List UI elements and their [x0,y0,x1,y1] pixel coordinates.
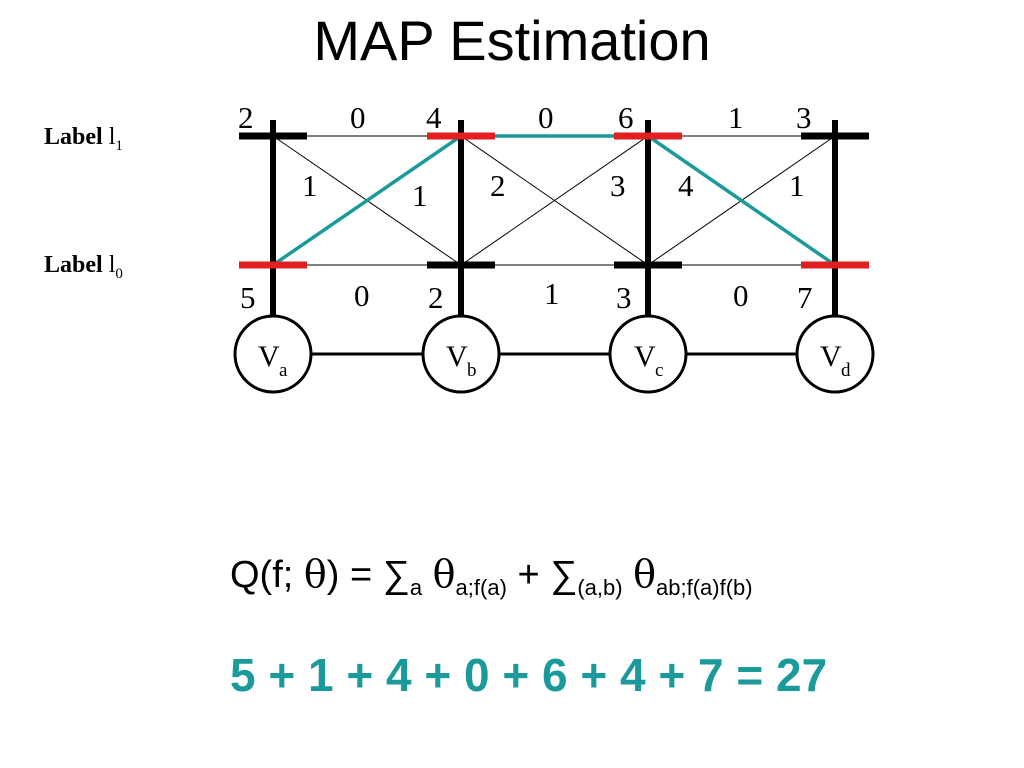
node-c-sub: c [655,360,663,381]
pairwise-bottom-ab: 0 [354,278,370,313]
row-label-symbol: l [108,124,116,150]
pairwise-top-ab: 0 [350,100,366,135]
selected-path-cd [647,134,836,267]
unary-a-l1: 2 [238,100,254,135]
row-label-word: Label [44,252,103,278]
pairwise-bottom-cd: 0 [733,278,749,313]
energy-result: 5 + 1 + 4 + 0 + 6 + 4 + 7 = 27 [230,649,828,701]
formula-lhs: Q(f; [230,554,304,596]
pairwise-cross-b0c1: 3 [610,168,626,203]
unary-b-l1: 4 [426,100,442,135]
node-a-sub: a [279,360,288,381]
node-a [233,314,313,394]
formula-sub-a: a [409,575,423,600]
energy-formula: Q(f; θ) = ∑a θa;f(a) + ∑(a,b) θab;f(a)f(… [230,552,753,601]
node-d-sub: d [841,360,851,381]
node-b-sub: b [467,360,477,381]
pairwise-cross-c0d1: 1 [789,168,805,203]
pairwise-cross-b1c0: 2 [490,168,506,203]
pairwise-cross-a0b1: 1 [412,178,428,213]
unary-d-l0: 7 [797,280,813,315]
row-label-word: Label [44,124,103,150]
row-label-symbol: l [108,252,116,278]
node-c [608,314,688,394]
pairwise-top-bc: 0 [538,100,554,135]
page-title: MAP Estimation [313,9,711,72]
unary-b-l0: 2 [428,280,444,315]
node-b [421,314,501,394]
row-label-sub: 0 [115,265,123,282]
node-c-letter: V [634,340,656,373]
node-b-letter: V [446,340,468,373]
row-label-l1: Label l1 [44,124,123,155]
formula-eq-sum: ) = ∑ [326,554,410,596]
pairwise-cross-a1b0: 1 [302,168,318,203]
unary-d-l1: 3 [796,100,812,135]
pairwise-bottom-bc: 1 [544,276,560,311]
unary-a-l0: 5 [240,280,256,315]
node-a-letter: V [258,340,280,373]
node-d-letter: V [820,340,842,373]
pairwise-cross-c1d0: 4 [678,168,694,203]
unary-c-l1: 6 [618,100,634,135]
formula-sub-ab: (a,b) [577,575,623,600]
formula-plus-sum: + ∑ [506,554,578,596]
row-label-sub: 1 [115,137,123,154]
node-d [795,314,875,394]
pairwise-top-cd: 1 [728,100,744,135]
selected-path-ab [272,134,462,267]
theta-symbol: θ [633,552,657,596]
row-label-l0: Label l0 [44,252,123,283]
theta-symbol: θ [303,552,327,596]
theta-symbol: θ [432,552,456,596]
unary-c-l0: 3 [616,280,632,315]
formula-sub-pairwise: ab;f(a)f(b) [656,575,753,600]
formula-sub-unary: a;f(a) [455,575,507,600]
cross-edge-bc-2 [460,135,649,266]
